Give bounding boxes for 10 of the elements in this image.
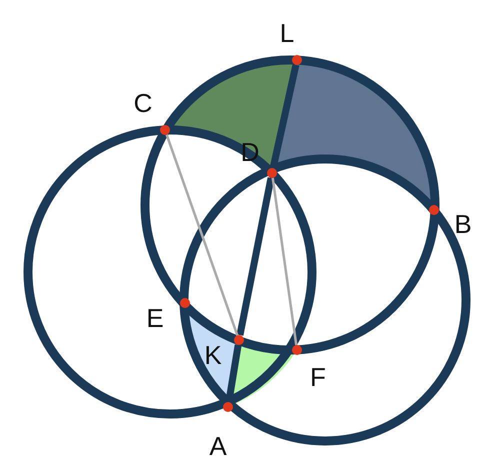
line-segment (236, 177, 274, 336)
point-label: F (310, 364, 326, 390)
point-label: L (280, 20, 294, 46)
point-label: E (146, 305, 164, 331)
point-label: A (209, 433, 227, 459)
point-label: C (134, 90, 152, 116)
line-segment (271, 178, 298, 346)
point-label: K (204, 342, 222, 368)
point-dot (292, 55, 302, 65)
point-label: B (454, 211, 472, 237)
